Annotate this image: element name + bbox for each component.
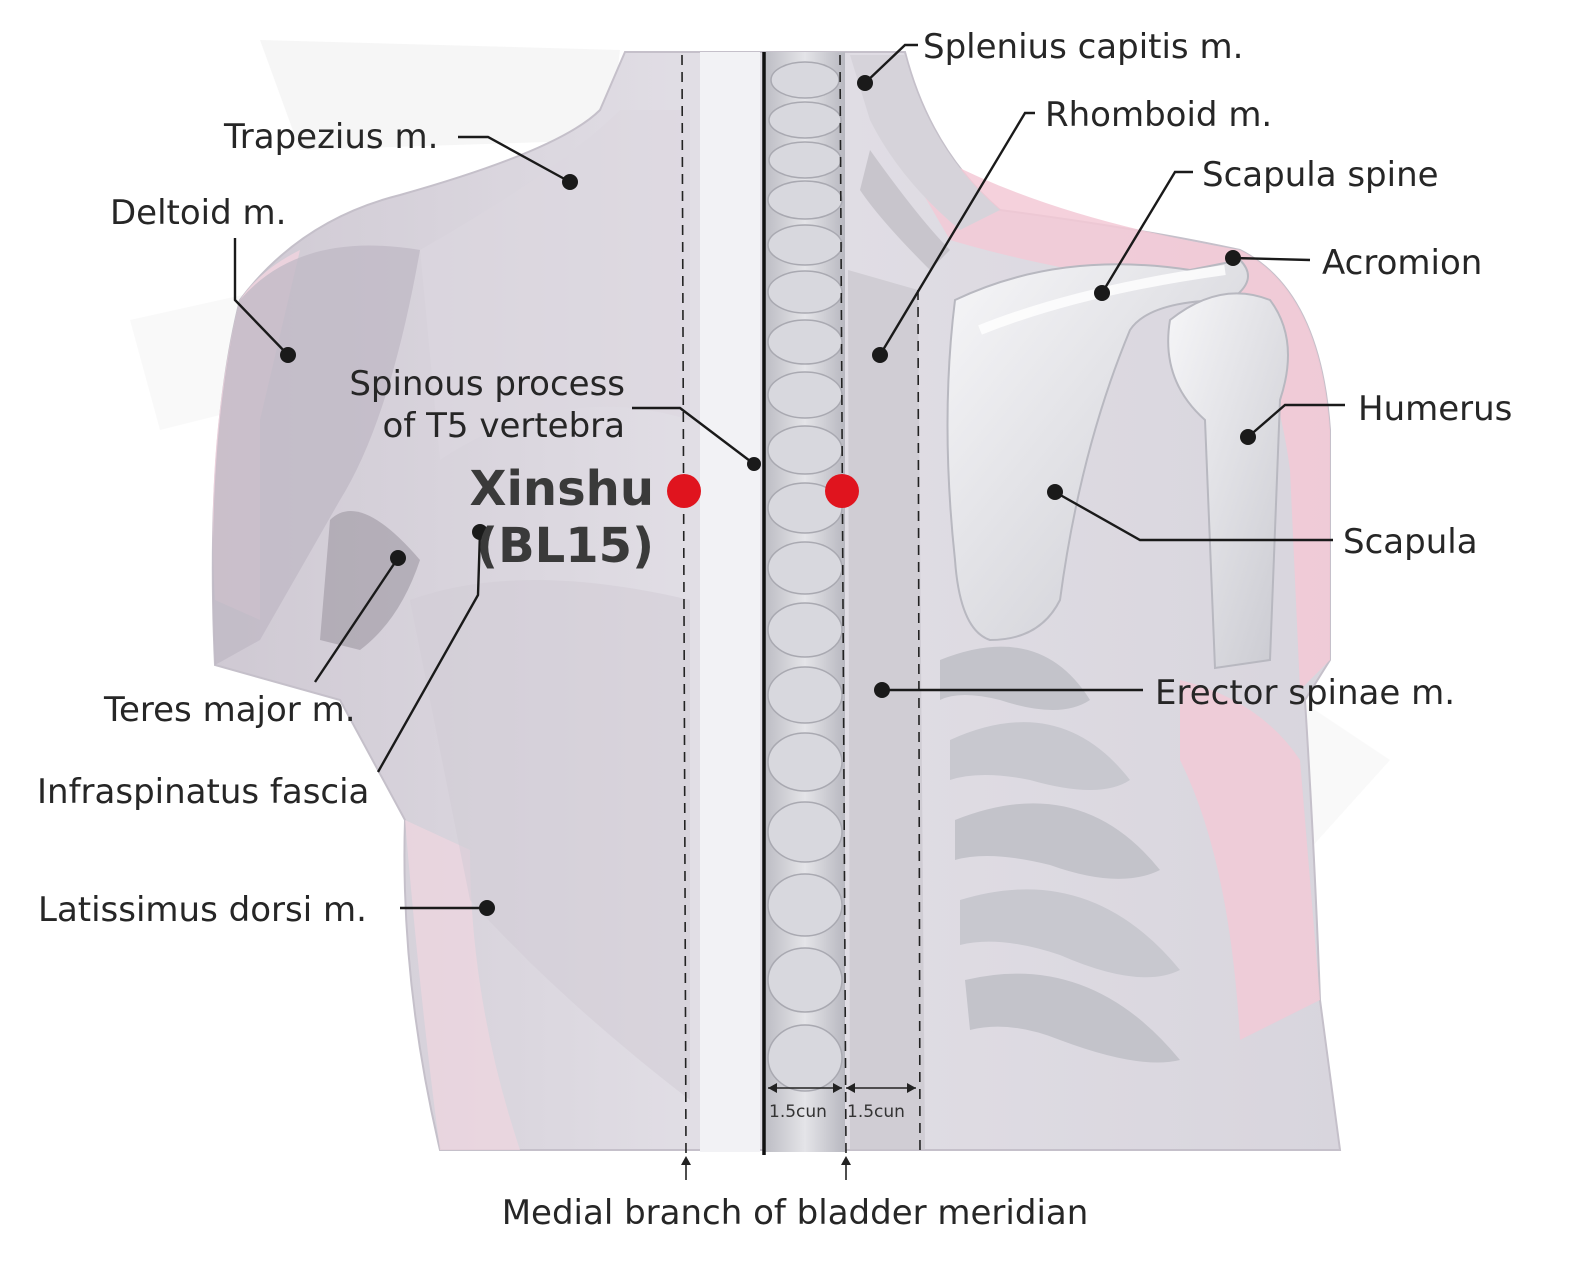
meridian-line-right xyxy=(839,54,847,1156)
cun-label-right: 1.5cun xyxy=(847,1102,905,1122)
label-acromion: Acromion xyxy=(1322,243,1482,283)
label-latissimus-dorsi: Latissimus dorsi m. xyxy=(38,890,367,930)
label-teres-major: Teres major m. xyxy=(103,690,356,730)
label-humerus: Humerus xyxy=(1358,389,1512,429)
label-spinous-process-line2: of T5 vertebra xyxy=(383,406,625,446)
label-infraspinatus-fascia: Infraspinatus fascia xyxy=(37,772,369,812)
label-deltoid: Deltoid m. xyxy=(110,193,286,233)
label-meridian: Medial branch of bladder meridian xyxy=(502,1193,1089,1233)
cun-label-left: 1.5cun xyxy=(769,1102,827,1122)
label-rhomboid: Rhomboid m. xyxy=(1045,95,1272,135)
meridian-line-left xyxy=(681,54,687,1156)
leader-lines xyxy=(233,43,1345,910)
neck-muscles xyxy=(850,55,1000,270)
reference-lines xyxy=(681,52,921,1156)
label-trapezius: Trapezius m. xyxy=(223,117,438,157)
label-scapula: Scapula xyxy=(1343,522,1478,562)
label-spinous-process-line1: Spinous process xyxy=(349,364,625,404)
acupoint-marker-right xyxy=(825,474,859,508)
cun-measurement: 1.5cun 1.5cun xyxy=(768,1083,916,1122)
acupoint-name: Xinshu xyxy=(469,461,654,517)
acupoint-marker-left xyxy=(667,474,701,508)
scapula-bone xyxy=(946,258,1249,642)
ribcage xyxy=(940,646,1180,1063)
label-scapula-spine: Scapula spine xyxy=(1202,155,1439,195)
label-erector-spinae: Erector spinae m. xyxy=(1155,673,1455,713)
lateral-line-right xyxy=(917,289,921,1156)
leader-dots xyxy=(280,75,1256,916)
left-muscles xyxy=(212,110,690,1100)
humerus-bone xyxy=(1167,292,1289,670)
spinal-column xyxy=(700,52,845,1152)
acupoint-code: (BL15) xyxy=(476,518,654,574)
meridian-arrows xyxy=(681,1156,851,1180)
label-splenius-capitis: Splenius capitis m. xyxy=(923,27,1243,67)
erector-muscle xyxy=(848,270,925,1150)
